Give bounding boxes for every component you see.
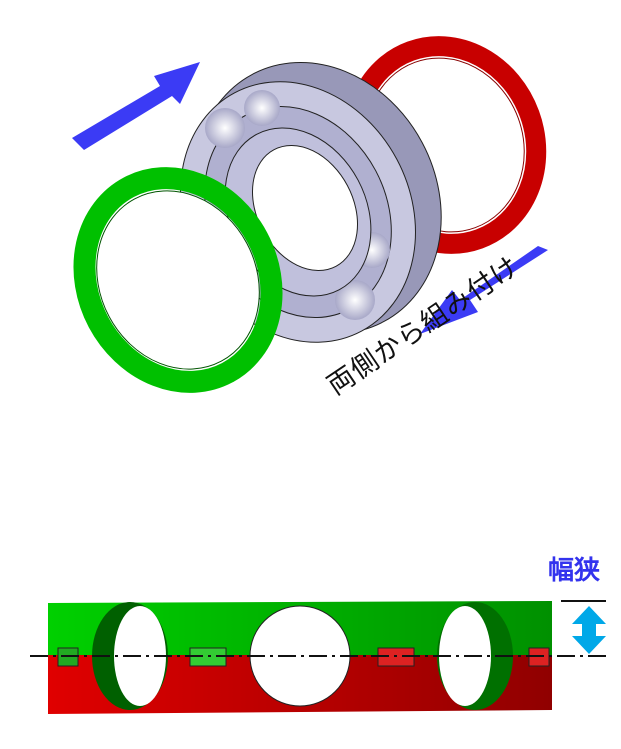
arrow-icon-lower <box>420 246 548 334</box>
arrow-icon-upper <box>72 62 200 150</box>
narrow-width-label: 幅狭 <box>548 556 601 586</box>
width-dimension-indicator <box>561 600 606 654</box>
cage-side-view <box>30 601 610 714</box>
green-cage-half <box>73 167 283 393</box>
double-arrow-icon <box>572 606 606 654</box>
